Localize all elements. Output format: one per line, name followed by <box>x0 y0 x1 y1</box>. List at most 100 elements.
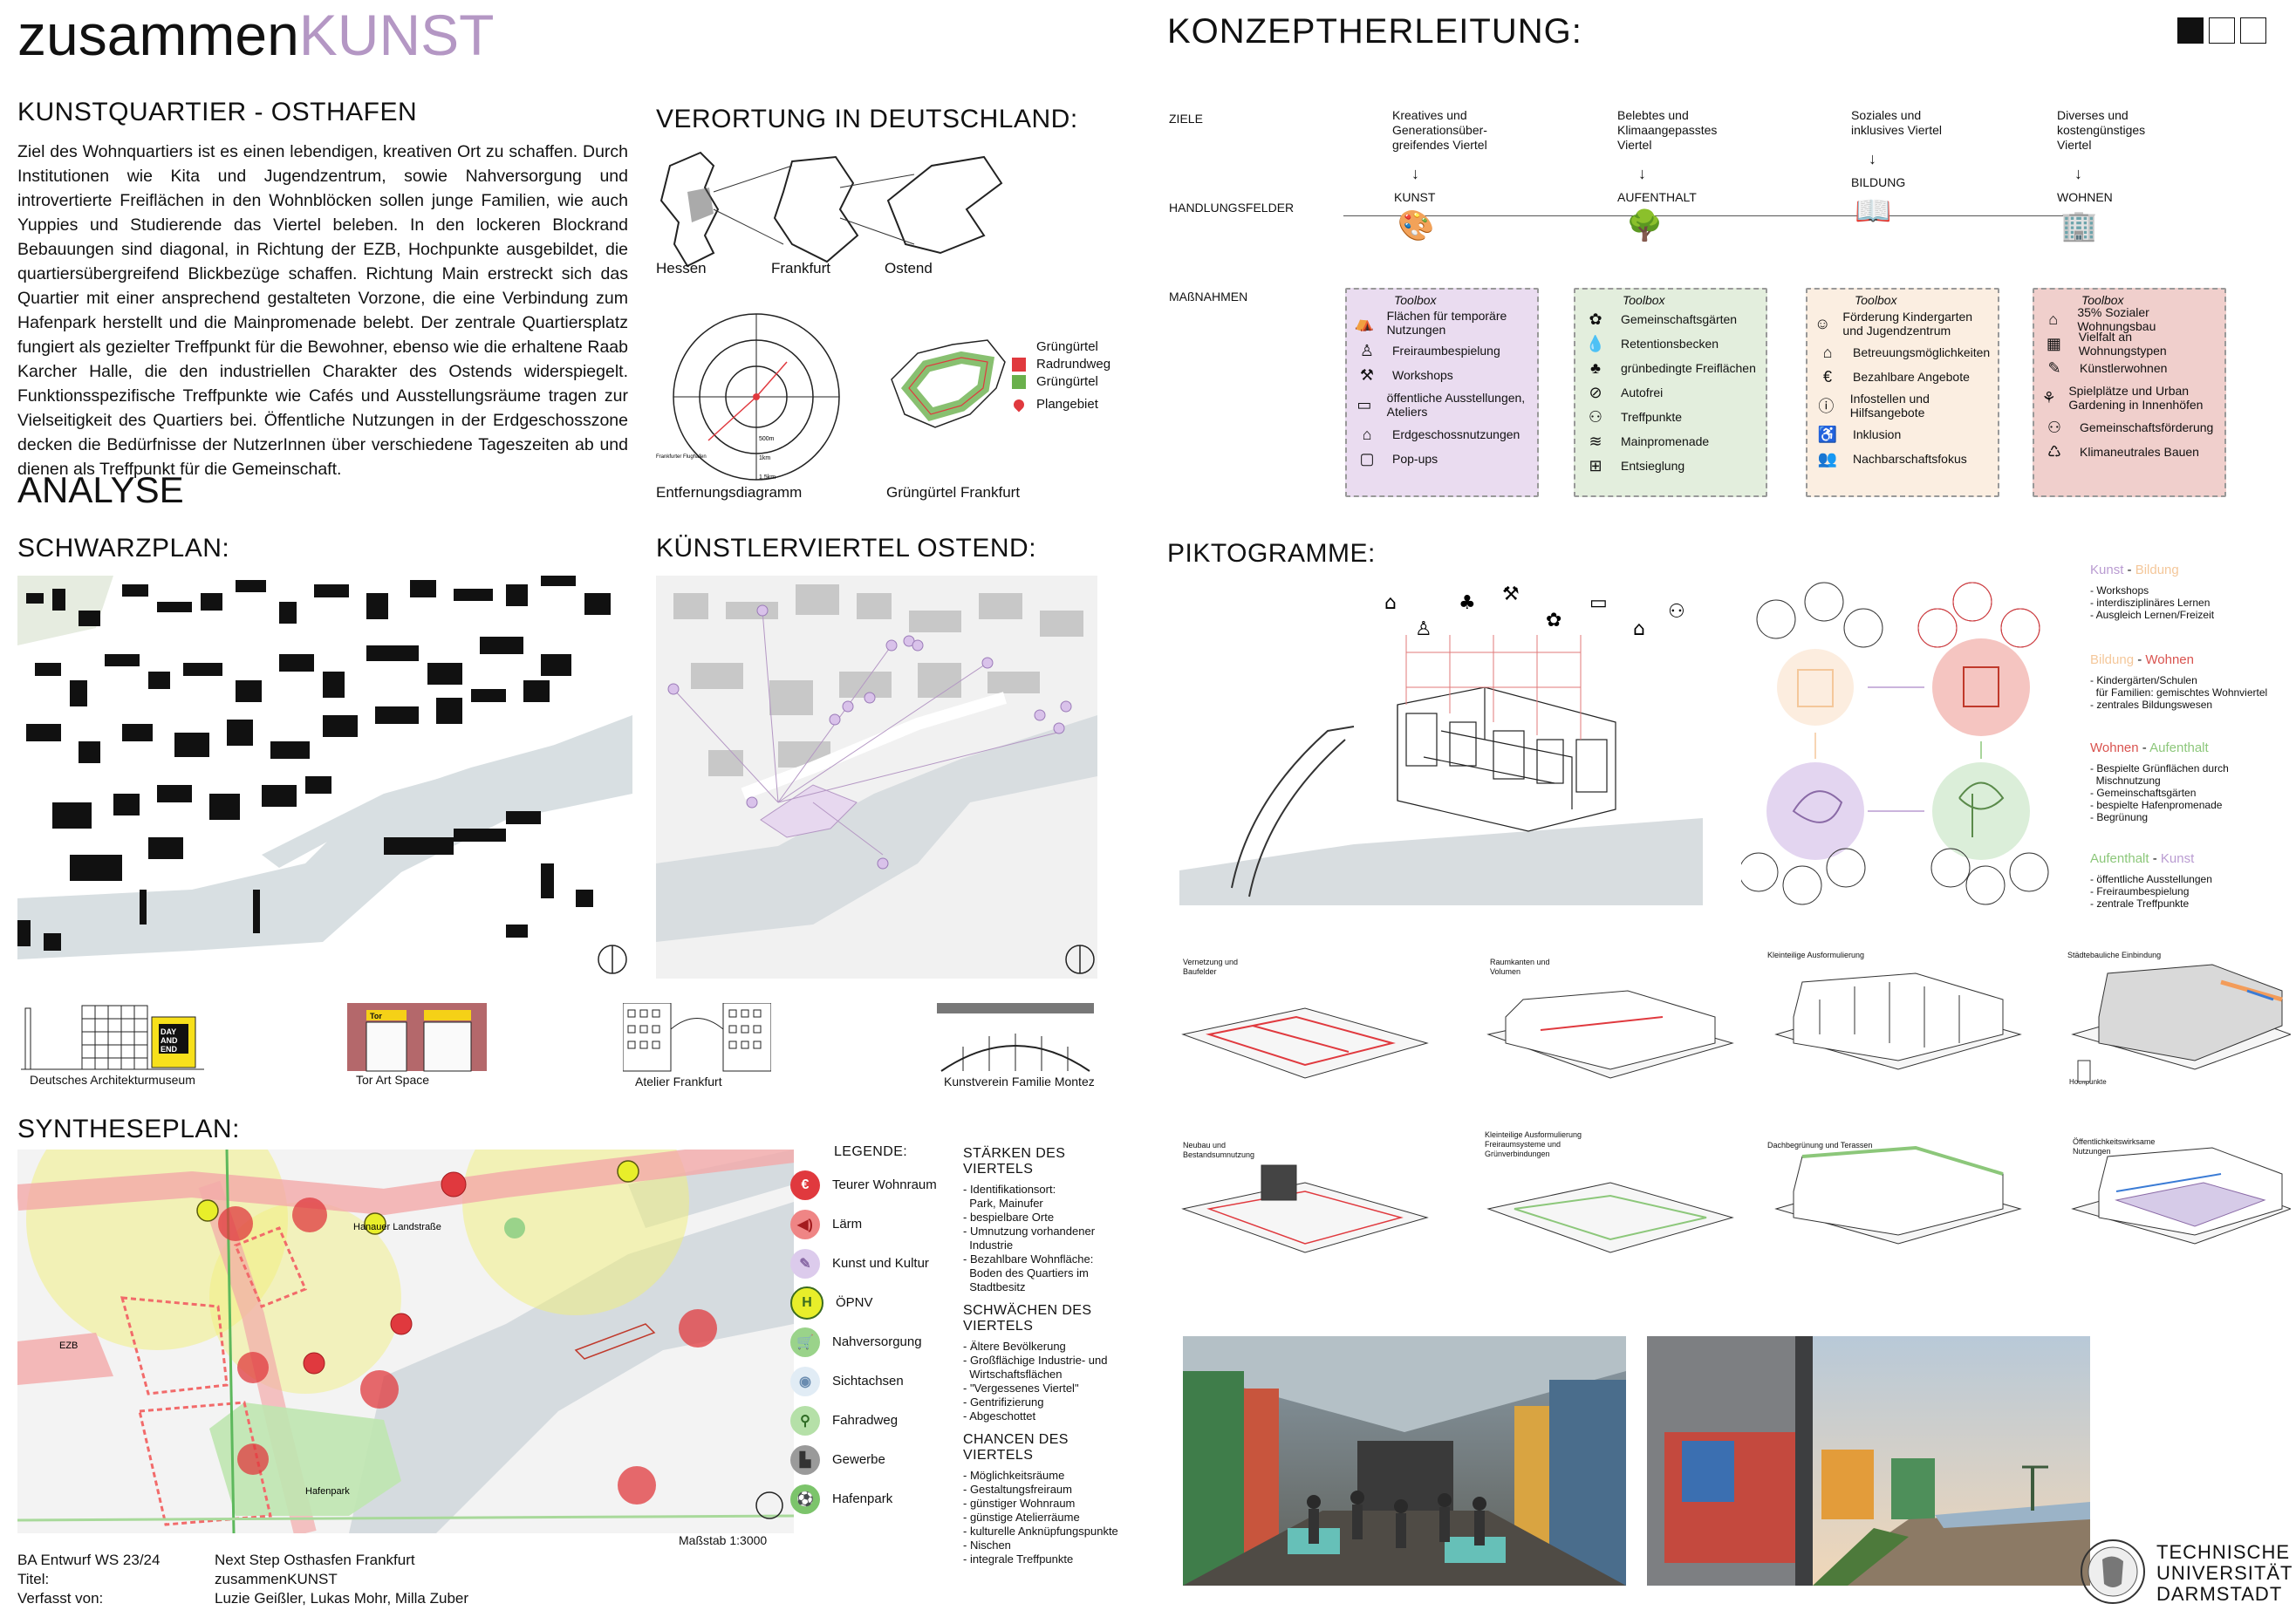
pikto-item: - Begrünung <box>2090 811 2149 823</box>
atelier-building <box>623 1003 771 1072</box>
swot-column: STÄRKEN DES VIERTELS - Identifikationsor… <box>963 1146 1138 1566</box>
toolbox-item: ▢Pop-ups <box>1354 447 1530 471</box>
schwarzplan-map <box>17 576 632 979</box>
schwaechen-list: - Ältere Bevölkerung- Großflächige Indus… <box>963 1340 1138 1423</box>
cycle-diagram <box>1741 582 2049 905</box>
list-item: - Gestaltungsfreiraum <box>963 1483 1072 1496</box>
list-item: - bespielbare Orte <box>963 1211 1055 1224</box>
info-icon: ⓘ <box>1818 398 1835 415</box>
row-label-handlungsfelder: HANDLUNGSFELDER <box>1169 201 1295 215</box>
page-square-active[interactable] <box>2177 17 2204 44</box>
hessen-map <box>659 151 720 268</box>
toolbox-item: ⊞Entsieglung <box>1582 454 1759 478</box>
pikto-item: - öffentliche Ausstellungen <box>2090 873 2212 885</box>
pikto-title: PIKTOGRAMME: <box>1167 539 1376 568</box>
bench-icon: 🌳 <box>1626 209 1664 242</box>
svg-text:⚒: ⚒ <box>1502 583 1520 605</box>
factory-icon: ▙ <box>790 1444 820 1475</box>
subtitle: KUNSTQUARTIER - OSTHAFEN <box>17 98 418 126</box>
palette-icon: 🎨 <box>1397 209 1435 242</box>
ring-label-1k: 1km <box>759 455 770 461</box>
axo-label: Kleinteilige Ausformulierung <box>1767 951 1865 959</box>
toolbox-aufenthalt: Toolbox ✿Gemeinschaftsgärten 💧Retentions… <box>1574 288 1767 497</box>
photo-promenade <box>1647 1336 2090 1586</box>
pikto-item: - Kindergärten/Schulen <box>2090 674 2197 686</box>
place-dam: Deutsches Architekturmuseum <box>30 1073 195 1087</box>
plant-icon: ✿ <box>1589 310 1602 328</box>
photo-market-hall <box>1183 1336 1626 1586</box>
community-icon: ⚇ <box>2047 418 2062 436</box>
axo-label: Öffentlichkeitswirksame Nutzungen <box>2073 1137 2156 1156</box>
concept-col-wohnen: Diverses und kostengünstiges Viertel ↓ W… <box>2013 108 2205 243</box>
svg-text:♣: ♣ <box>1459 592 1476 614</box>
ball-icon: ⚽ <box>790 1484 820 1514</box>
list-item: - kulturelle Anknüpfungspunkte <box>963 1525 1118 1538</box>
map-label-hessen: Hessen <box>656 260 707 276</box>
tent-icon: ⛺ <box>1354 313 1374 331</box>
inclusion-icon: ♿ <box>1817 425 1838 443</box>
pikto-item: - Bespielte Grünflächen durch <box>2090 762 2229 774</box>
toolbox-item: 💧Retentionsbecken <box>1582 331 1759 356</box>
footer-verfasst-label: Verfasst von: <box>17 1590 104 1607</box>
toolbox-item: ⌂Betreuungsmöglichkeiten <box>1814 340 1991 365</box>
toolbox-item: ⌂35% Sozialer Wohnungsbau <box>2041 305 2217 333</box>
list-item: Wirtschaftsflächen <box>963 1368 1063 1381</box>
toolbox-item: ☺Förderung Kindergarten und Jugendzentru… <box>1814 310 1973 338</box>
tor-sign: Tor <box>370 1012 382 1020</box>
concept-col-kunst: Kreatives und Generationsüber-greifendes… <box>1345 108 1537 243</box>
list-item: - Nischen <box>963 1539 1011 1552</box>
title-part1: zusammen <box>17 3 299 67</box>
chancen-list: - Möglichkeitsräume- Gestaltungsfreiraum… <box>963 1469 1138 1566</box>
ziel-text: Soziales und inklusives Viertel <box>1851 108 1943 137</box>
kunstverein-building <box>937 1003 1094 1072</box>
bus-stop-icon: H <box>790 1286 823 1320</box>
gruen-label: Grüngürtel Frankfurt <box>886 484 1021 501</box>
svg-text:⚇: ⚇ <box>1668 601 1685 623</box>
legend-item: ✎Kunst und Kultur <box>790 1244 947 1283</box>
toolbox-item: €Bezahlbare Angebote <box>1814 365 1991 389</box>
list-item: - Bezahlbare Wohnfläche: <box>963 1252 1094 1266</box>
palette-icon: ✎ <box>790 1248 820 1279</box>
page-square[interactable] <box>2209 17 2235 44</box>
pikto-groups: Kunst - Bildung- Workshops- interdiszipl… <box>2090 563 2296 938</box>
gruenguertel-map <box>891 339 1006 428</box>
legend-title: LEGENDE: <box>834 1144 908 1159</box>
hafenpark-label: Hafenpark <box>305 1486 350 1497</box>
toolbox-kunst: Toolbox ⛺Flächen für temporäre Nutzungen… <box>1345 288 1539 497</box>
pikto-group: Kunst - Bildung- Workshops- interdiszipl… <box>2090 563 2296 621</box>
arrow-down-icon: ↓ <box>1869 150 1876 167</box>
legend-item: 🛒Nahversorgung <box>790 1322 947 1361</box>
concept-col-bildung: Soziales und inklusives Viertel ↓ BILDUN… <box>1806 108 1998 229</box>
toolbox-bildung: Toolbox ☺Förderung Kindergarten und Juge… <box>1806 288 1999 497</box>
tree-icon: ♣ <box>1590 358 1601 377</box>
pikto-item: - Workshops <box>2090 584 2149 597</box>
toolbox-item: ▭öffentliche Ausstellungen, Ateliers <box>1354 387 1530 422</box>
legend-item: ▙Gewerbe <box>790 1440 947 1479</box>
svg-text:⌂: ⌂ <box>1384 592 1397 614</box>
footer-values: Next Step Osthasfen Frankfurt zusammenKU… <box>215 1551 468 1608</box>
frankfurt-map <box>773 155 859 263</box>
arrow-down-icon: ↓ <box>1638 165 1646 182</box>
popup-icon: ▢ <box>1359 449 1375 467</box>
pikto-item: - zentrale Treffpunkte <box>2090 897 2190 910</box>
legend-item: ◉Sichtachsen <box>790 1361 947 1401</box>
axo-4 <box>2071 964 2291 1082</box>
ziel-text: Belebtes und Klimaangepasstes Viertel <box>1617 108 1718 152</box>
pikto-group-a: Wohnen <box>2090 740 2139 755</box>
page-square[interactable] <box>2240 17 2266 44</box>
axo-2 <box>1486 990 1734 1079</box>
axo-8 <box>2071 1147 2291 1245</box>
list-item: - Gentrifizierung <box>963 1395 1044 1409</box>
care-icon: ⌂ <box>1822 343 1833 361</box>
legend-box: LEGENDE: €Teurer Wohnraum ◀)Lärm ✎Kunst … <box>790 1144 947 1518</box>
meeting-icon: ⚇ <box>1588 407 1603 426</box>
footer-titel-label: Titel: <box>17 1571 50 1587</box>
toolbox-item: ⌂Erdgeschossnutzungen <box>1354 422 1530 447</box>
pikto-group-b: Wohnen <box>2145 652 2194 667</box>
main-title: zusammenKUNST <box>17 2 494 68</box>
tu-text: TECHNISCHE UNIVERSITÄT DARMSTADT <box>2156 1541 2293 1605</box>
list-item: - Umnutzung vorhandener <box>963 1225 1096 1238</box>
list-item: - Möglichkeitsräume <box>963 1469 1065 1482</box>
dam-sign: DAY AND END <box>161 1027 178 1054</box>
axo-label: Dachbegrünung und Terassen <box>1767 1141 1873 1150</box>
